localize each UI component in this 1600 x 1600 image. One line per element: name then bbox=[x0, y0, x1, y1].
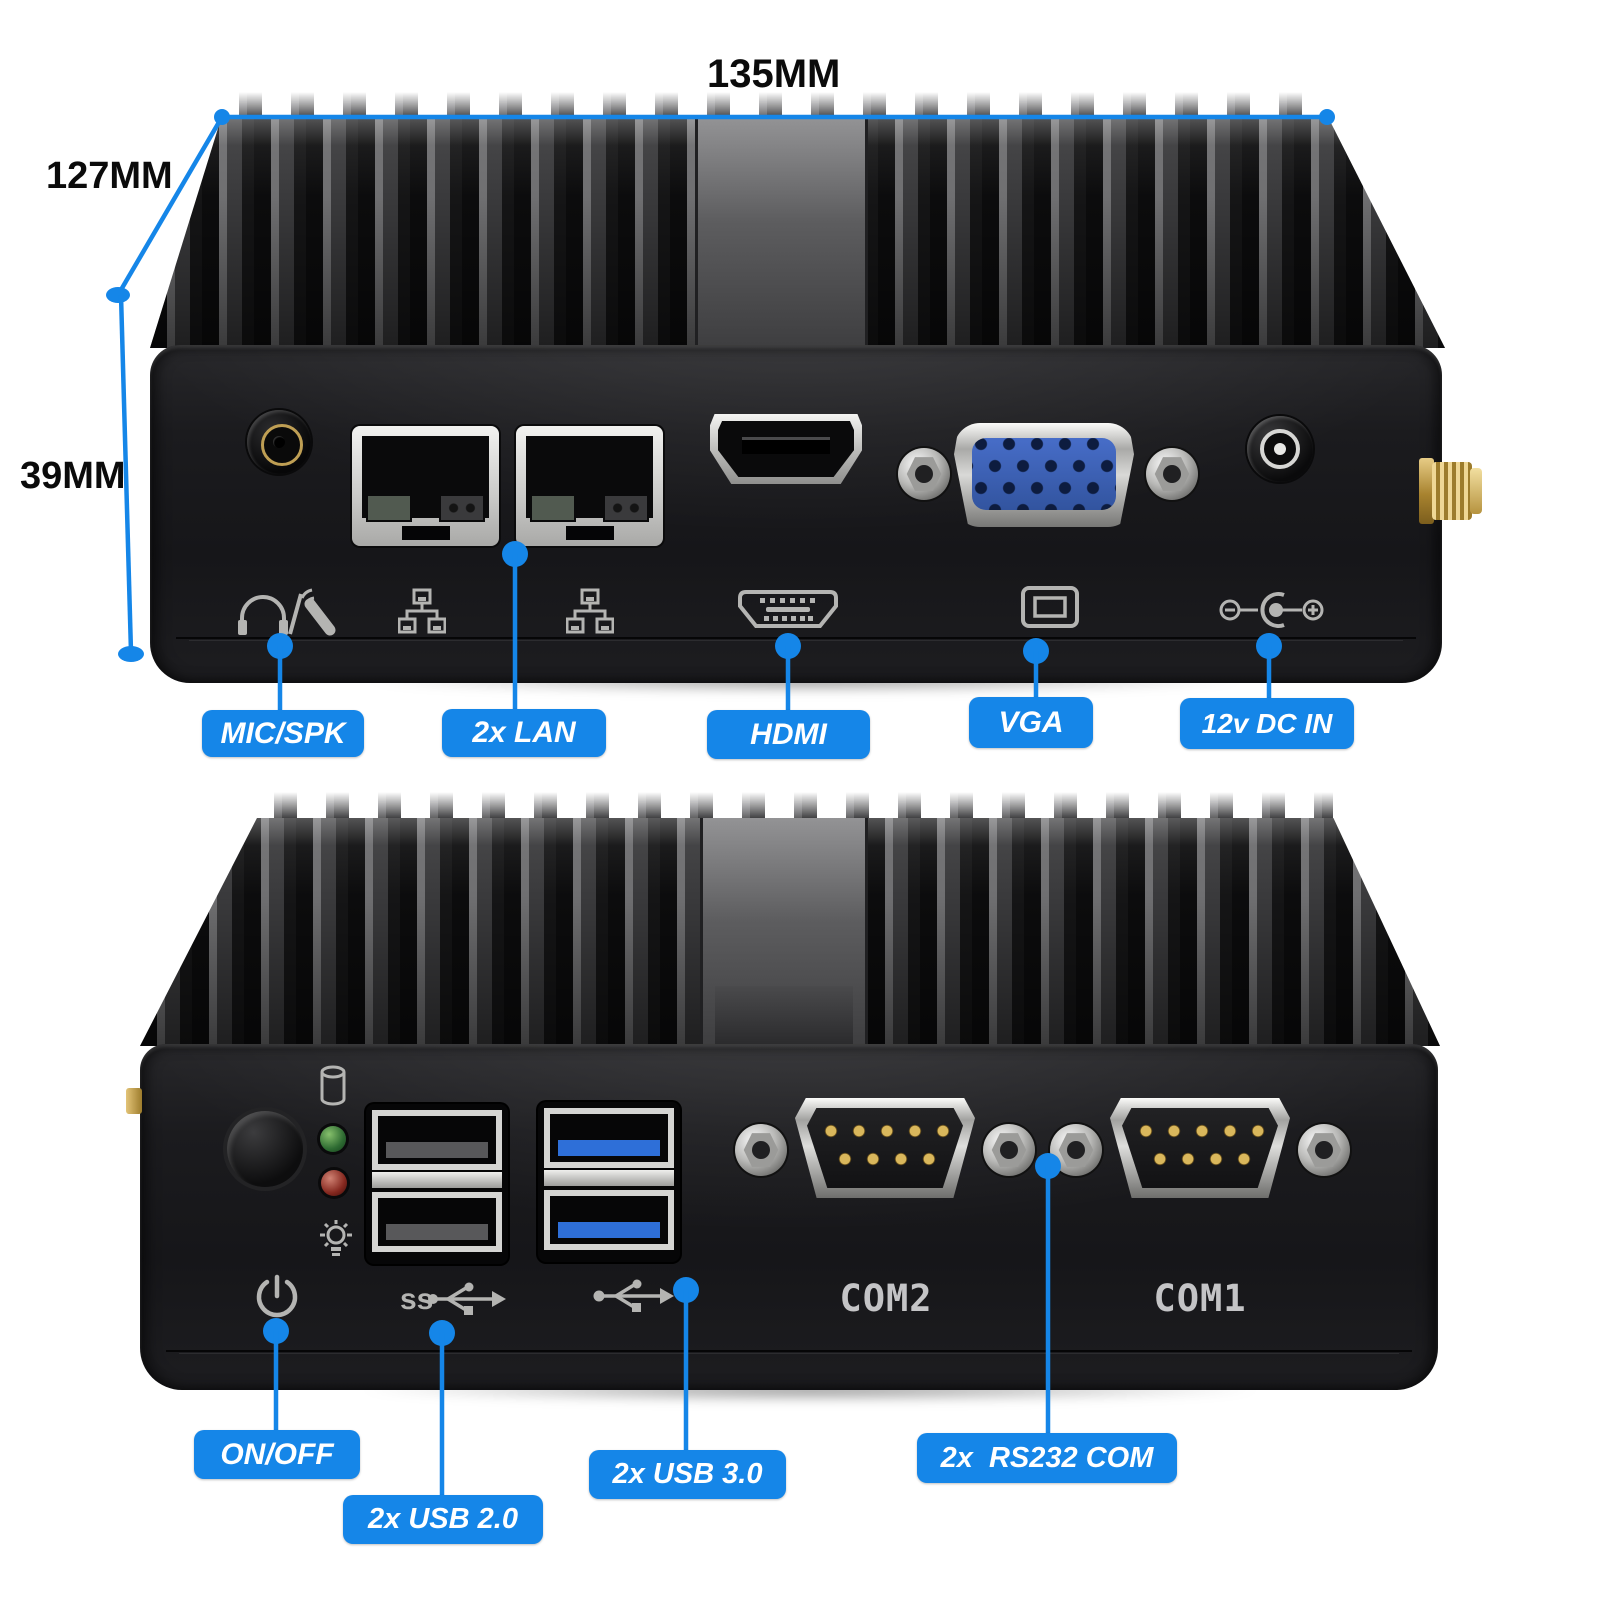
usb2-port bbox=[372, 1110, 502, 1170]
lan-port-2 bbox=[516, 426, 663, 546]
vga-port bbox=[898, 420, 1198, 530]
lan-port-1 bbox=[352, 426, 499, 546]
db9-pins-row bbox=[831, 1152, 943, 1166]
antenna-sma-tip bbox=[1470, 468, 1482, 514]
hdmi-icon bbox=[736, 586, 840, 632]
callout-2x-usb3: 2x USB 3.0 bbox=[589, 1450, 786, 1499]
screw-hole bbox=[1315, 1141, 1333, 1159]
com2-serial-port bbox=[735, 1098, 1035, 1202]
ethernet-icon bbox=[566, 588, 614, 636]
usb2-port bbox=[372, 1192, 502, 1252]
usb3-port-stack bbox=[538, 1102, 680, 1262]
usb-tongue bbox=[386, 1224, 488, 1240]
lan-led-window bbox=[439, 494, 485, 522]
power-button bbox=[227, 1111, 303, 1187]
db9-pins-row bbox=[1146, 1152, 1258, 1166]
hdd-icon bbox=[317, 1064, 349, 1108]
antenna-hole-gold bbox=[126, 1088, 142, 1114]
power-icon bbox=[252, 1272, 302, 1322]
headset-mic-icon bbox=[230, 582, 340, 638]
panel-seam bbox=[165, 1350, 1413, 1352]
callout-2x-rs232: 2x RS232 COM bbox=[917, 1433, 1177, 1483]
antenna-sma-threads bbox=[1432, 462, 1472, 520]
usb-tongue bbox=[558, 1140, 660, 1156]
callout-2x-usb2: 2x USB 2.0 bbox=[343, 1495, 543, 1544]
callout-2x-lan: 2x LAN bbox=[442, 709, 606, 757]
lan-led-window bbox=[530, 494, 576, 522]
db9-face bbox=[807, 1108, 963, 1188]
screw-hole bbox=[1163, 465, 1181, 483]
vga-screw bbox=[898, 448, 950, 500]
usb2-icon bbox=[592, 1274, 678, 1318]
heatsink-top bbox=[150, 118, 1445, 348]
screw-hole bbox=[1000, 1141, 1018, 1159]
lan-led-window bbox=[603, 494, 649, 522]
callout-12v-dc-in: 12v DC IN bbox=[1180, 698, 1354, 749]
dimension-width-label: 135MM bbox=[707, 52, 841, 96]
usb-tongue bbox=[558, 1222, 660, 1238]
db9-shell bbox=[1110, 1098, 1290, 1198]
vga-icon bbox=[1020, 585, 1080, 629]
usb3-port bbox=[544, 1108, 674, 1168]
power-led-red bbox=[321, 1170, 347, 1196]
usb-divider bbox=[544, 1170, 674, 1186]
hdmi-port bbox=[710, 414, 862, 484]
panel-seam-highlight bbox=[188, 640, 1404, 641]
audio-jack-hole bbox=[273, 436, 285, 448]
db9-pins-row bbox=[817, 1124, 957, 1138]
antenna-sma-connector bbox=[1419, 458, 1434, 524]
hdmi-opening bbox=[718, 421, 854, 477]
com-screw bbox=[1298, 1124, 1350, 1176]
dc-power-jack bbox=[1247, 416, 1313, 482]
db9-face bbox=[1122, 1108, 1278, 1188]
com-screw bbox=[735, 1124, 787, 1176]
com-screw bbox=[983, 1124, 1035, 1176]
db9-pins-row bbox=[1132, 1124, 1272, 1138]
screw-hole bbox=[1067, 1141, 1085, 1159]
dc-polarity-icon bbox=[1218, 590, 1338, 630]
heatsink-fin-tips bbox=[222, 92, 1327, 122]
panel-seam bbox=[175, 637, 1417, 639]
ethernet-icon bbox=[398, 588, 446, 636]
audio-jack-port bbox=[247, 410, 311, 474]
callout-hdmi: HDMI bbox=[707, 710, 870, 759]
screw-hole bbox=[752, 1141, 770, 1159]
heatsink-center-plateau bbox=[695, 118, 868, 348]
usb-divider bbox=[372, 1172, 502, 1188]
usb3-port bbox=[544, 1190, 674, 1250]
com-screw bbox=[1050, 1124, 1102, 1176]
com2-silkscreen-text: COM2 bbox=[839, 1277, 933, 1320]
com1-silkscreen-text: COM1 bbox=[1153, 1277, 1247, 1320]
hdd-led-green bbox=[320, 1126, 346, 1152]
callout-mic-spk: MIC/SPK bbox=[202, 710, 364, 757]
dimension-depth-label: 127MM bbox=[46, 155, 173, 197]
vga-screw bbox=[1146, 448, 1198, 500]
heatsink-center-plateau bbox=[700, 818, 868, 1046]
ss-text: ss bbox=[400, 1283, 433, 1316]
usb3-ss-icon: ss bbox=[400, 1276, 510, 1322]
front-panel bbox=[150, 345, 1442, 683]
heatsink-fin-tips bbox=[257, 792, 1333, 822]
callout-vga: VGA bbox=[969, 697, 1093, 748]
panel-seam-highlight bbox=[178, 1353, 1400, 1354]
lan-latch bbox=[565, 526, 614, 540]
dc-jack-ring bbox=[1260, 429, 1300, 469]
callout-on-off: ON/OFF bbox=[194, 1430, 360, 1479]
hdmi-slot bbox=[742, 437, 830, 454]
screw-hole bbox=[915, 465, 933, 483]
light-icon bbox=[316, 1218, 356, 1262]
dc-jack-pin bbox=[1274, 443, 1286, 455]
vga-shell bbox=[954, 423, 1134, 527]
db9-shell bbox=[795, 1098, 975, 1198]
lan-led-window bbox=[366, 494, 412, 522]
plateau-step bbox=[715, 986, 853, 1046]
com1-serial-port bbox=[1050, 1098, 1350, 1202]
lan-latch bbox=[401, 526, 450, 540]
usb-tongue bbox=[386, 1142, 488, 1158]
usb2-port-stack bbox=[366, 1104, 508, 1264]
vga-blue-insert bbox=[972, 438, 1116, 510]
dimension-height-label: 39MM bbox=[20, 455, 126, 497]
heatsink-top bbox=[140, 818, 1440, 1046]
